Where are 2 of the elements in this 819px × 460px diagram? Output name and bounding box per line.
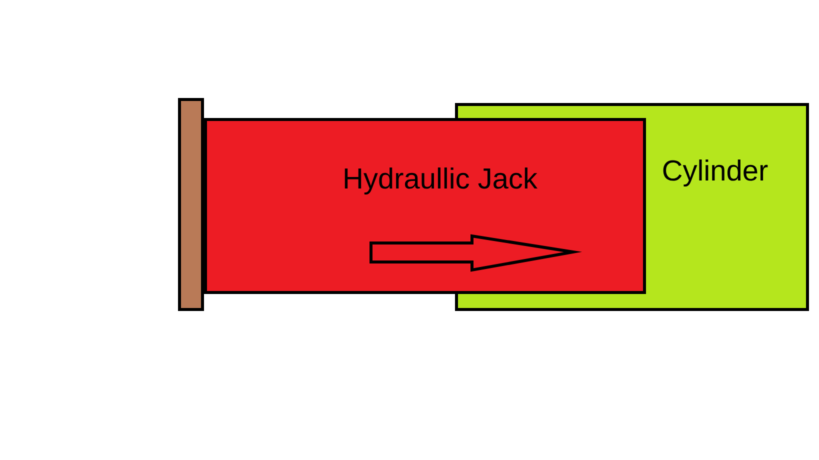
plate xyxy=(178,98,204,311)
jack-body: Hydraullic Jack xyxy=(204,118,646,294)
